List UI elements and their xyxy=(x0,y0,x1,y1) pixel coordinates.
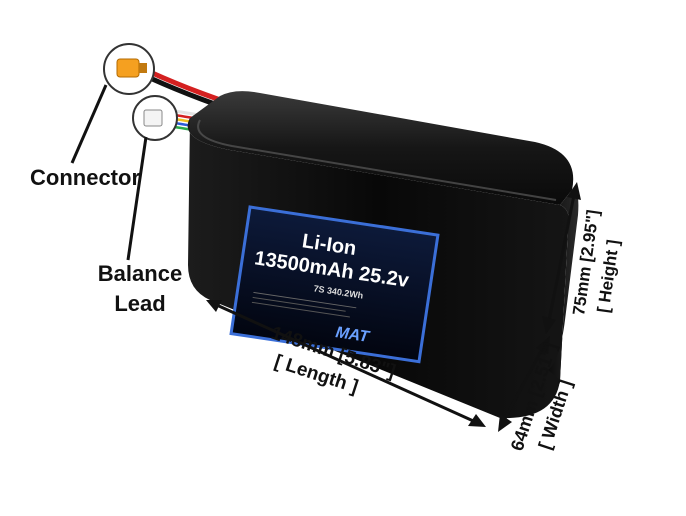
balance-lead-line1: Balance xyxy=(97,261,183,286)
connector-callout xyxy=(70,43,155,164)
height-caption: [ Height ] xyxy=(594,238,623,314)
length-dimension-arrow xyxy=(206,300,486,427)
connector-label-text: Connector xyxy=(30,165,140,190)
balance-lead-callout xyxy=(126,95,178,261)
balance-lead-label: Balance Lead xyxy=(90,261,190,317)
balance-lead-line2: Lead xyxy=(114,291,166,317)
xt60-connector-icon xyxy=(116,58,140,78)
label-panel xyxy=(229,205,440,364)
brand-logo: MAT xyxy=(334,324,371,346)
connector-label: Connector xyxy=(30,165,140,190)
balance-plug-icon xyxy=(143,109,163,127)
height-dimension-text: 75mm [2.95"] [ Height ] xyxy=(569,209,623,317)
width-dimension-arrow xyxy=(498,336,550,432)
battery-label: Li-Ion 13500mAh 25.2v 7S 340.2Wh MAT xyxy=(229,205,440,364)
height-dimension-arrow xyxy=(542,182,581,334)
